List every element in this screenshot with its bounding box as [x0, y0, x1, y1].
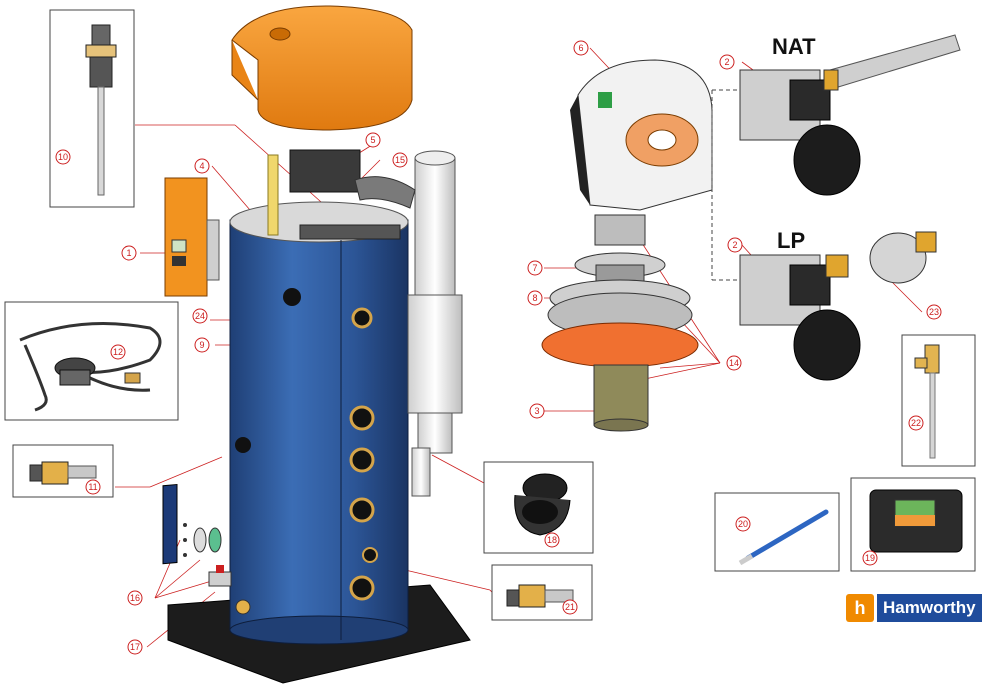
svg-text:18: 18 [547, 535, 557, 545]
svg-text:11: 11 [88, 482, 97, 492]
brand-mark-icon: h [846, 594, 874, 622]
callout-15 [392, 152, 408, 168]
svg-text:6: 6 [578, 43, 583, 53]
callout-20 [735, 516, 751, 532]
lp-label: LP [777, 228, 805, 253]
svg-text:20: 20 [738, 519, 748, 529]
callout-23 [926, 304, 942, 320]
callout-24 [192, 308, 208, 324]
combustion-fan-6 [570, 59, 713, 211]
callout-14 [726, 355, 742, 371]
burner-assembly [541, 214, 699, 432]
svg-text:3: 3 [534, 406, 539, 416]
callout-circles [55, 40, 942, 655]
svg-text:12: 12 [113, 347, 123, 357]
svg-text:24: 24 [195, 311, 205, 321]
callout-9 [194, 337, 210, 353]
dashed-guide-lines [711, 89, 740, 281]
callout-8 [527, 290, 543, 306]
svg-text:17: 17 [130, 642, 140, 652]
callout-4 [194, 158, 210, 174]
callout-5 [365, 132, 381, 148]
svg-text:16: 16 [130, 593, 140, 603]
gas-valve-nat [739, 34, 961, 196]
svg-text:9: 9 [199, 340, 204, 350]
svg-text:7: 7 [532, 263, 537, 273]
svg-text:15: 15 [395, 155, 405, 165]
sensor-probe-10 [85, 24, 117, 196]
callout-6 [573, 40, 589, 56]
svg-text:22: 22 [911, 418, 921, 428]
svg-text:14: 14 [729, 358, 739, 368]
controller-19 [869, 489, 963, 553]
svg-text:23: 23 [929, 307, 939, 317]
flue-pipe [354, 150, 463, 497]
callout-3 [529, 403, 545, 419]
callout-2-lp [727, 237, 743, 253]
control-panel-1 [164, 177, 220, 297]
callout-18 [544, 532, 560, 548]
callout-10 [55, 149, 71, 165]
svg-text:5: 5 [370, 135, 375, 145]
relief-valve-22 [914, 344, 940, 459]
nat-label: NAT [772, 34, 816, 59]
top-cover [231, 5, 413, 131]
gas-valve-lp [739, 231, 937, 381]
svg-text:2: 2 [724, 57, 729, 67]
callout-21 [562, 599, 578, 615]
callout-11 [85, 479, 101, 495]
svg-text:10: 10 [58, 152, 68, 162]
drain-valve-17 [208, 565, 232, 587]
temperature-sensor-11 [29, 461, 97, 485]
svg-text:21: 21 [565, 602, 575, 612]
callout-19 [862, 550, 878, 566]
water-heater-tank [167, 149, 471, 684]
callout-1 [121, 245, 137, 261]
callout-7 [527, 260, 543, 276]
callout-2-nat [719, 54, 735, 70]
callout-12 [110, 344, 126, 360]
brand-name: Hamworthy [877, 594, 982, 622]
callout-numbers: 1 2 2 3 4 5 6 7 8 9 10 11 12 14 15 16 17… [58, 43, 939, 652]
svg-text:4: 4 [199, 161, 204, 171]
svg-text:1: 1 [126, 248, 131, 258]
callout-22 [908, 415, 924, 431]
callout-16 [127, 590, 143, 606]
svg-text:8: 8 [532, 293, 537, 303]
rubber-seal-18 [514, 473, 571, 536]
svg-text:2: 2 [732, 240, 737, 250]
temperature-sensor-21 [506, 584, 574, 608]
brand-logo: h Hamworthy [846, 593, 992, 623]
callout-17 [127, 639, 143, 655]
pressure-switch-12 [19, 322, 162, 412]
svg-text:19: 19 [865, 553, 875, 563]
electrode-rod-20 [738, 509, 829, 566]
gasket-set-16 [162, 483, 222, 565]
